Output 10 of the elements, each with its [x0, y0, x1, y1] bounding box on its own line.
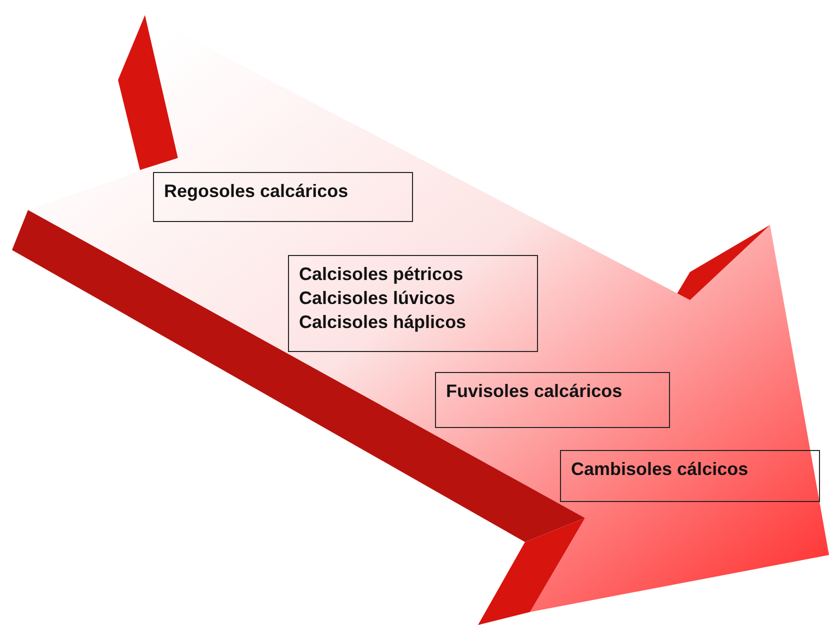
soil-type-label: Cambisoles cálcicos	[571, 458, 750, 481]
soil-type-label: Fuvisoles calcáricos	[446, 380, 624, 403]
label-box	[288, 255, 538, 352]
soil-type-label: Calcisoles lúvicos	[299, 287, 456, 310]
soil-type-label: Calcisoles háplicos	[299, 311, 468, 334]
label-box	[435, 372, 670, 428]
soil-type-label: Regosoles calcáricos	[164, 180, 350, 203]
label-box	[560, 450, 820, 502]
label-box	[153, 172, 413, 222]
soil-type-label: Calcisoles pétricos	[299, 263, 464, 286]
